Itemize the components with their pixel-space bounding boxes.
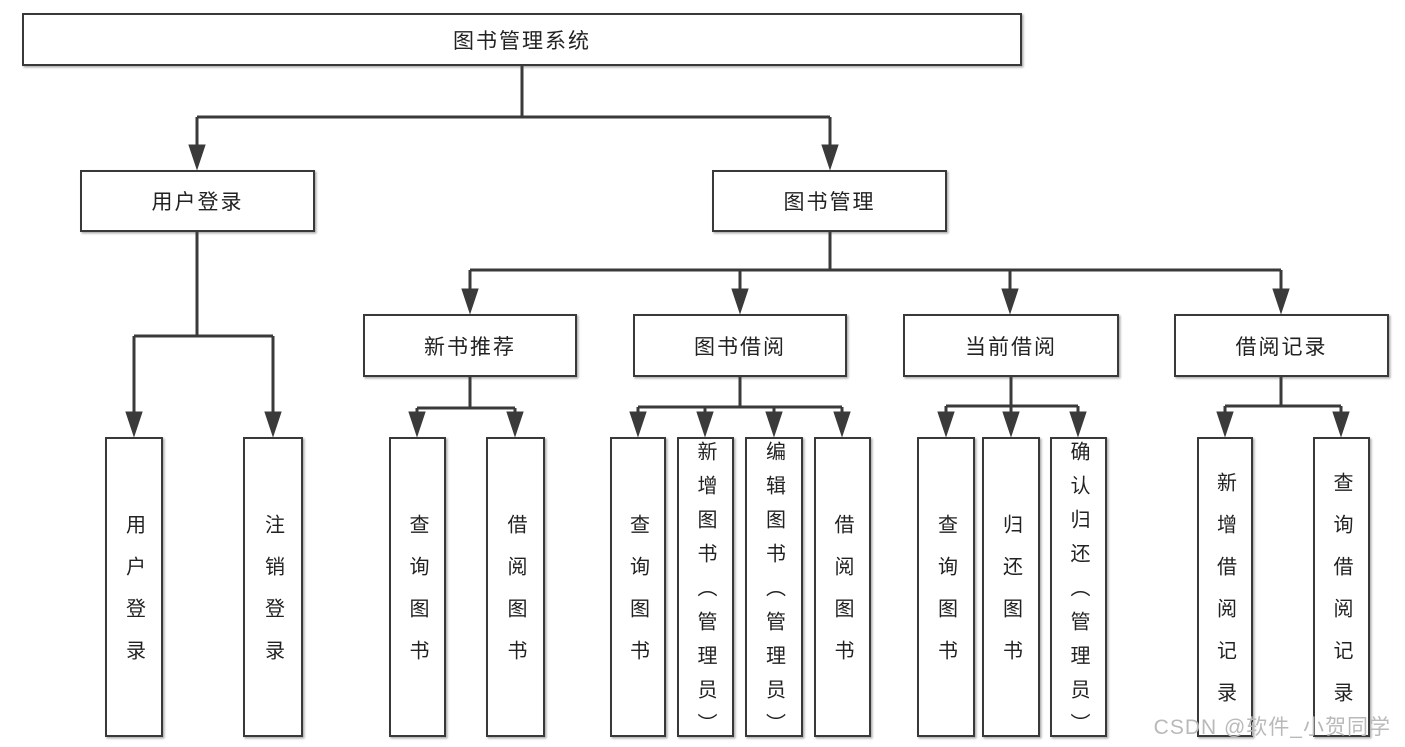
leaf-br-query-record-label: 查询借阅记录 bbox=[1330, 472, 1352, 724]
arrow-down-icon bbox=[1002, 411, 1020, 438]
node-book-management: 图书管理 bbox=[712, 170, 947, 232]
leaf-user-login: 用户登录 bbox=[105, 437, 163, 737]
node-new-book-recommend: 新书推荐 bbox=[363, 314, 577, 377]
node-user-login-label: 用户登录 bbox=[151, 191, 244, 214]
arrow-down-icon bbox=[1069, 411, 1087, 438]
leaf-bb-borrow-books-label: 借阅图书 bbox=[831, 514, 853, 682]
arrow-down-icon bbox=[1272, 288, 1290, 315]
leaf-cb-confirm-return-admin-label: 确认归还（管理员） bbox=[1067, 441, 1089, 747]
node-current-borrowing-label: 当前借阅 bbox=[965, 335, 1057, 359]
leaf-logout: 注销登录 bbox=[243, 437, 303, 737]
arrow-down-icon bbox=[1332, 411, 1350, 438]
leaf-bb-add-books-admin: 新增图书（管理员） bbox=[677, 437, 734, 747]
leaf-nbr-query-books-label: 查询图书 bbox=[406, 514, 428, 682]
arrow-down-icon bbox=[506, 411, 524, 438]
arrow-down-icon bbox=[188, 144, 206, 171]
node-user-login: 用户登录 bbox=[80, 170, 315, 232]
leaf-logout-label: 注销登录 bbox=[261, 514, 284, 682]
leaf-cb-confirm-return-admin: 确认归还（管理员） bbox=[1050, 437, 1107, 747]
leaf-nbr-borrow-books: 借阅图书 bbox=[486, 437, 545, 737]
arrow-down-icon bbox=[833, 411, 851, 438]
leaf-nbr-borrow-books-label: 借阅图书 bbox=[504, 514, 526, 682]
node-borrowing-records-label: 借阅记录 bbox=[1235, 335, 1328, 359]
connector-root bbox=[195, 66, 832, 150]
leaf-bb-edit-books-admin: 编辑图书（管理员） bbox=[745, 437, 803, 747]
connector-borrowing-records bbox=[1223, 377, 1343, 419]
arrow-down-icon bbox=[461, 288, 479, 315]
node-library-system-label: 图书管理系统 bbox=[453, 29, 591, 53]
leaf-user-login-label: 用户登录 bbox=[122, 514, 145, 682]
leaf-bb-edit-books-admin-label: 编辑图书（管理员） bbox=[762, 441, 785, 747]
leaf-nbr-query-books: 查询图书 bbox=[389, 437, 446, 737]
connector-book-management bbox=[468, 232, 1283, 295]
csdn-watermark: CSDN @软件_小贺同学 bbox=[1153, 716, 1391, 739]
connector-user-login bbox=[132, 232, 275, 418]
arrow-down-icon bbox=[765, 411, 783, 438]
leaf-bb-borrow-books: 借阅图书 bbox=[814, 437, 871, 737]
leaf-bb-query-books: 查询图书 bbox=[610, 437, 666, 737]
arrow-down-icon bbox=[1001, 288, 1019, 315]
connector-book-borrowing bbox=[636, 377, 844, 419]
connector-new-book-recommend bbox=[415, 377, 517, 419]
node-library-system: 图书管理系统 bbox=[22, 13, 1022, 66]
leaf-br-query-record: 查询借阅记录 bbox=[1313, 437, 1370, 737]
leaf-bb-add-books-admin-label: 新增图书（管理员） bbox=[694, 441, 716, 747]
arrow-down-icon bbox=[408, 411, 426, 438]
arrow-down-icon bbox=[264, 411, 282, 438]
leaf-bb-query-books-label: 查询图书 bbox=[626, 514, 649, 682]
arrow-down-icon bbox=[937, 411, 955, 438]
node-current-borrowing: 当前借阅 bbox=[903, 314, 1119, 377]
leaf-cb-return-books: 归还图书 bbox=[982, 437, 1040, 737]
leaf-br-add-record: 新增借阅记录 bbox=[1197, 437, 1253, 737]
arrow-down-icon bbox=[125, 411, 143, 438]
arrow-down-icon bbox=[1216, 411, 1234, 438]
arrow-down-icon bbox=[696, 411, 714, 438]
leaf-br-add-record-label: 新增借阅记录 bbox=[1213, 472, 1236, 724]
node-book-borrowing: 图书借阅 bbox=[633, 314, 847, 377]
arrow-down-icon bbox=[629, 411, 647, 438]
leaf-cb-query-books: 查询图书 bbox=[917, 437, 975, 737]
arrow-down-icon bbox=[821, 144, 839, 171]
node-book-management-label: 图书管理 bbox=[783, 191, 876, 214]
arrowheads bbox=[125, 144, 1350, 438]
leaf-cb-query-books-label: 查询图书 bbox=[934, 514, 957, 682]
node-new-book-recommend-label: 新书推荐 bbox=[424, 335, 516, 359]
arrow-down-icon bbox=[731, 288, 749, 315]
node-book-borrowing-label: 图书借阅 bbox=[694, 335, 786, 359]
leaf-cb-return-books-label: 归还图书 bbox=[999, 514, 1022, 682]
node-borrowing-records: 借阅记录 bbox=[1174, 314, 1389, 377]
